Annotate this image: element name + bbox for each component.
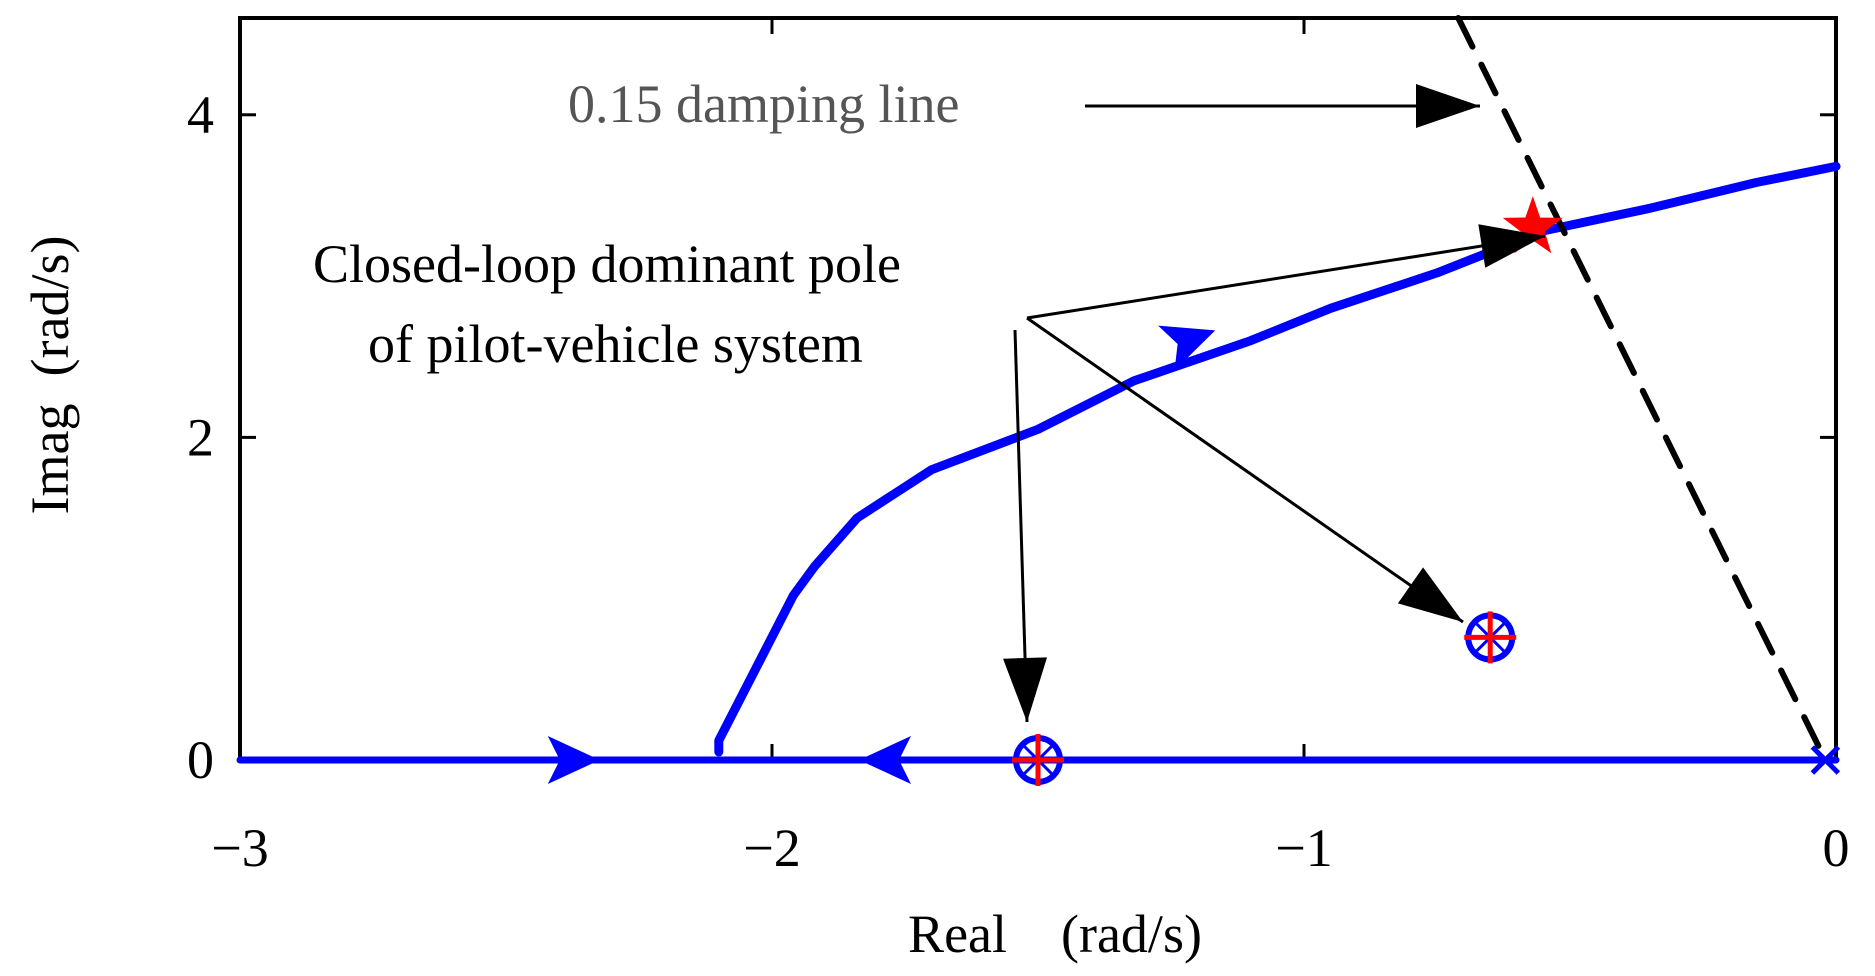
dominant-pole-annotation-line1: Closed-loop dominant pole xyxy=(313,234,901,294)
open-loop-pole-x-marker xyxy=(1810,745,1841,775)
annotation-arrowhead xyxy=(1397,567,1463,622)
locus-direction-arrow xyxy=(547,736,600,784)
locus-arrowhead xyxy=(1158,325,1216,371)
locus-direction-arrow xyxy=(1158,325,1216,371)
annotation-arrowhead xyxy=(1003,657,1048,722)
x-tick-label: −1 xyxy=(1275,818,1332,878)
dominant-pole-arrow-upper-head xyxy=(1478,224,1545,268)
locus-arrowhead xyxy=(547,736,600,784)
x-axis-label: Real (rad/s) xyxy=(908,904,1202,964)
y-tick-label: 4 xyxy=(187,85,214,145)
dominant-pole-arrow-lower xyxy=(1013,329,1029,723)
annotation-group xyxy=(1003,84,1546,723)
markers-group xyxy=(1012,196,1841,786)
plot-frame xyxy=(238,16,1838,762)
locus-arrowhead xyxy=(859,736,911,784)
root-locus-branch xyxy=(714,161,1841,757)
dominant-pole-arrow-upper xyxy=(1026,234,1546,320)
y-axis-label: Imag (rad/s) xyxy=(20,236,80,515)
x-tick-label: 0 xyxy=(1823,818,1850,878)
damping-annotation-arrow-head xyxy=(1416,84,1480,128)
dominant-pole-arrow-middle-head xyxy=(1397,567,1463,622)
annotation-arrowhead xyxy=(1416,84,1480,128)
damping-line-annotation: 0.15 damping line xyxy=(568,74,959,134)
x-tick-label: −3 xyxy=(211,818,268,878)
locus-direction-arrow xyxy=(859,736,911,784)
damping-line xyxy=(1455,15,1829,763)
dominant-pole-annotation-line2: of pilot-vehicle system xyxy=(368,314,863,374)
x-tick-label: −2 xyxy=(743,818,800,878)
y-tick-label: 0 xyxy=(187,730,214,790)
y-tick-label: 2 xyxy=(187,407,214,467)
dominant-pole-arrow-lower-head xyxy=(1003,657,1048,722)
series-group xyxy=(236,15,1841,784)
annotation-arrowhead xyxy=(1478,224,1545,268)
dominant-pole-arrow-middle xyxy=(1026,316,1464,624)
